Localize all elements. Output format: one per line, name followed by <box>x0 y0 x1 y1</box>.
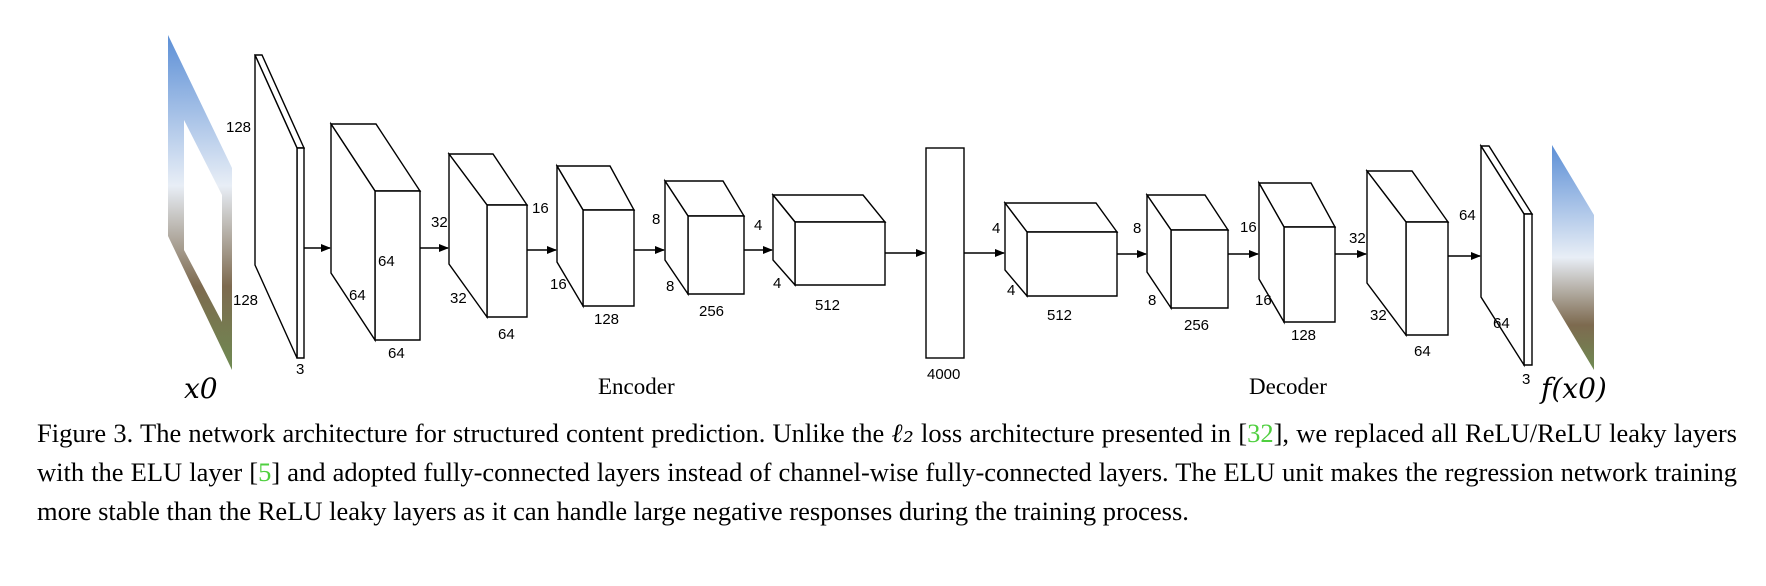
output-plane-depth: 3 <box>1522 371 1530 388</box>
caption-math: ℓ₂ <box>891 418 914 449</box>
dec3-depth: 128 <box>1291 327 1316 344</box>
citation-link[interactable]: 32 <box>1247 418 1274 448</box>
caption-text: ] and adopted fully-connected layers ins… <box>37 457 1737 526</box>
caption-text: Figure 3. The network architecture for s… <box>37 418 892 448</box>
dec2-height: 8 <box>1133 220 1141 237</box>
network-architecture-diagram: x0 128 128 3 64 64 64 32 32 64 16 16 128 <box>168 35 1607 405</box>
decoder-block-1 <box>1003 200 1119 298</box>
dec3-width: 16 <box>1255 292 1272 309</box>
input-plane-height: 128 <box>226 119 251 136</box>
enc3-depth: 128 <box>594 311 619 328</box>
enc2-width: 32 <box>450 290 467 307</box>
enc4-height: 8 <box>652 211 660 228</box>
encoder-label: Encoder <box>598 374 675 399</box>
enc1-depth: 64 <box>388 345 405 362</box>
enc1-width: 64 <box>349 287 366 304</box>
input-image <box>168 35 232 370</box>
output-image <box>1552 145 1594 370</box>
dec4-height: 32 <box>1349 230 1366 247</box>
input-label: x0 <box>184 372 218 405</box>
enc4-width: 8 <box>666 278 674 295</box>
dec4-depth: 64 <box>1414 343 1431 360</box>
enc3-width: 16 <box>550 276 567 293</box>
decoder-block-4 <box>1365 168 1450 338</box>
input-plane <box>253 54 306 359</box>
dec3-height: 16 <box>1240 219 1257 236</box>
input-plane-depth: 3 <box>296 361 304 378</box>
dec4-width: 32 <box>1370 307 1387 324</box>
enc2-height: 32 <box>431 214 448 231</box>
figure-caption: Figure 3. The network architecture for s… <box>37 414 1737 531</box>
enc1-height: 64 <box>378 253 395 270</box>
decoder-block-3 <box>1257 180 1337 325</box>
dec1-depth: 512 <box>1047 307 1072 324</box>
encoder-block-2 <box>447 151 529 320</box>
encoder-block-5 <box>771 193 887 287</box>
citation-link[interactable]: 5 <box>258 457 272 487</box>
caption-text: loss architecture presented in [ <box>913 418 1248 448</box>
enc5-height: 4 <box>754 217 762 234</box>
enc2-depth: 64 <box>498 326 515 343</box>
enc4-depth: 256 <box>699 303 724 320</box>
output-plane-width: 64 <box>1493 315 1510 332</box>
fc-layer <box>925 147 965 359</box>
decoder-label: Decoder <box>1249 374 1327 399</box>
output-plane <box>1479 143 1534 368</box>
enc5-width: 4 <box>773 275 781 292</box>
decoder-block-2 <box>1145 192 1230 311</box>
output-label: f(x0) <box>1539 372 1607 405</box>
output-plane-height: 64 <box>1459 207 1476 224</box>
dec1-height: 4 <box>992 220 1000 237</box>
encoder-block-1 <box>329 121 422 343</box>
enc5-depth: 512 <box>815 297 840 314</box>
enc2-extra: 16 <box>532 200 549 217</box>
caption-text: ], we replaced all ReLU/ReLU leaky layer… <box>37 418 1737 487</box>
dec1-width: 4 <box>1007 282 1015 299</box>
input-plane-width: 128 <box>233 292 258 309</box>
dec2-width: 8 <box>1148 292 1156 309</box>
encoder-block-4 <box>663 178 746 297</box>
encoder-block-3 <box>555 163 636 309</box>
fc-label: 4000 <box>927 366 960 383</box>
dec2-depth: 256 <box>1184 317 1209 334</box>
